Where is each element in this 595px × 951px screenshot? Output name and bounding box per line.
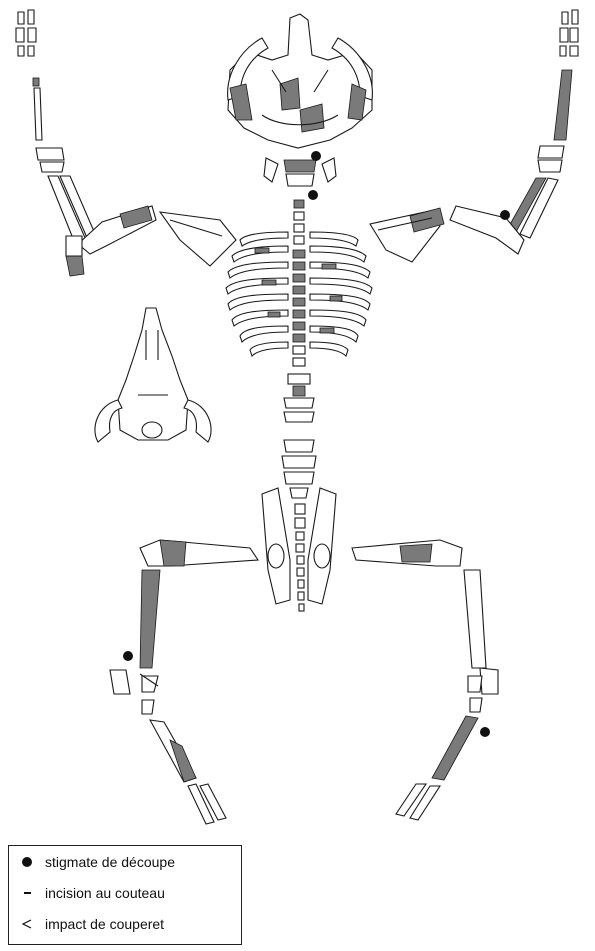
skull: [228, 14, 373, 200]
legend-item-cut-mark: stigmate de découpe: [9, 852, 175, 872]
dash-icon: [9, 892, 45, 894]
legend-label: impact de couperet: [45, 916, 164, 932]
open-triangle-icon: [9, 919, 45, 929]
left-forelimb: [16, 10, 236, 276]
legend: stigmate de découpe incision au couteau …: [8, 845, 242, 945]
legend-item-knife-incision: incision au couteau: [9, 883, 165, 903]
legend-item-cleaver-impact: impact de couperet: [9, 914, 164, 934]
filled-circle-icon: [9, 857, 45, 867]
skull-ventral: [95, 308, 211, 442]
right-forelimb: [370, 10, 578, 262]
left-hindlimb: [110, 540, 258, 824]
legend-label: stigmate de découpe: [45, 854, 175, 870]
right-hindlimb: [352, 540, 498, 820]
legend-label: incision au couteau: [45, 885, 165, 901]
